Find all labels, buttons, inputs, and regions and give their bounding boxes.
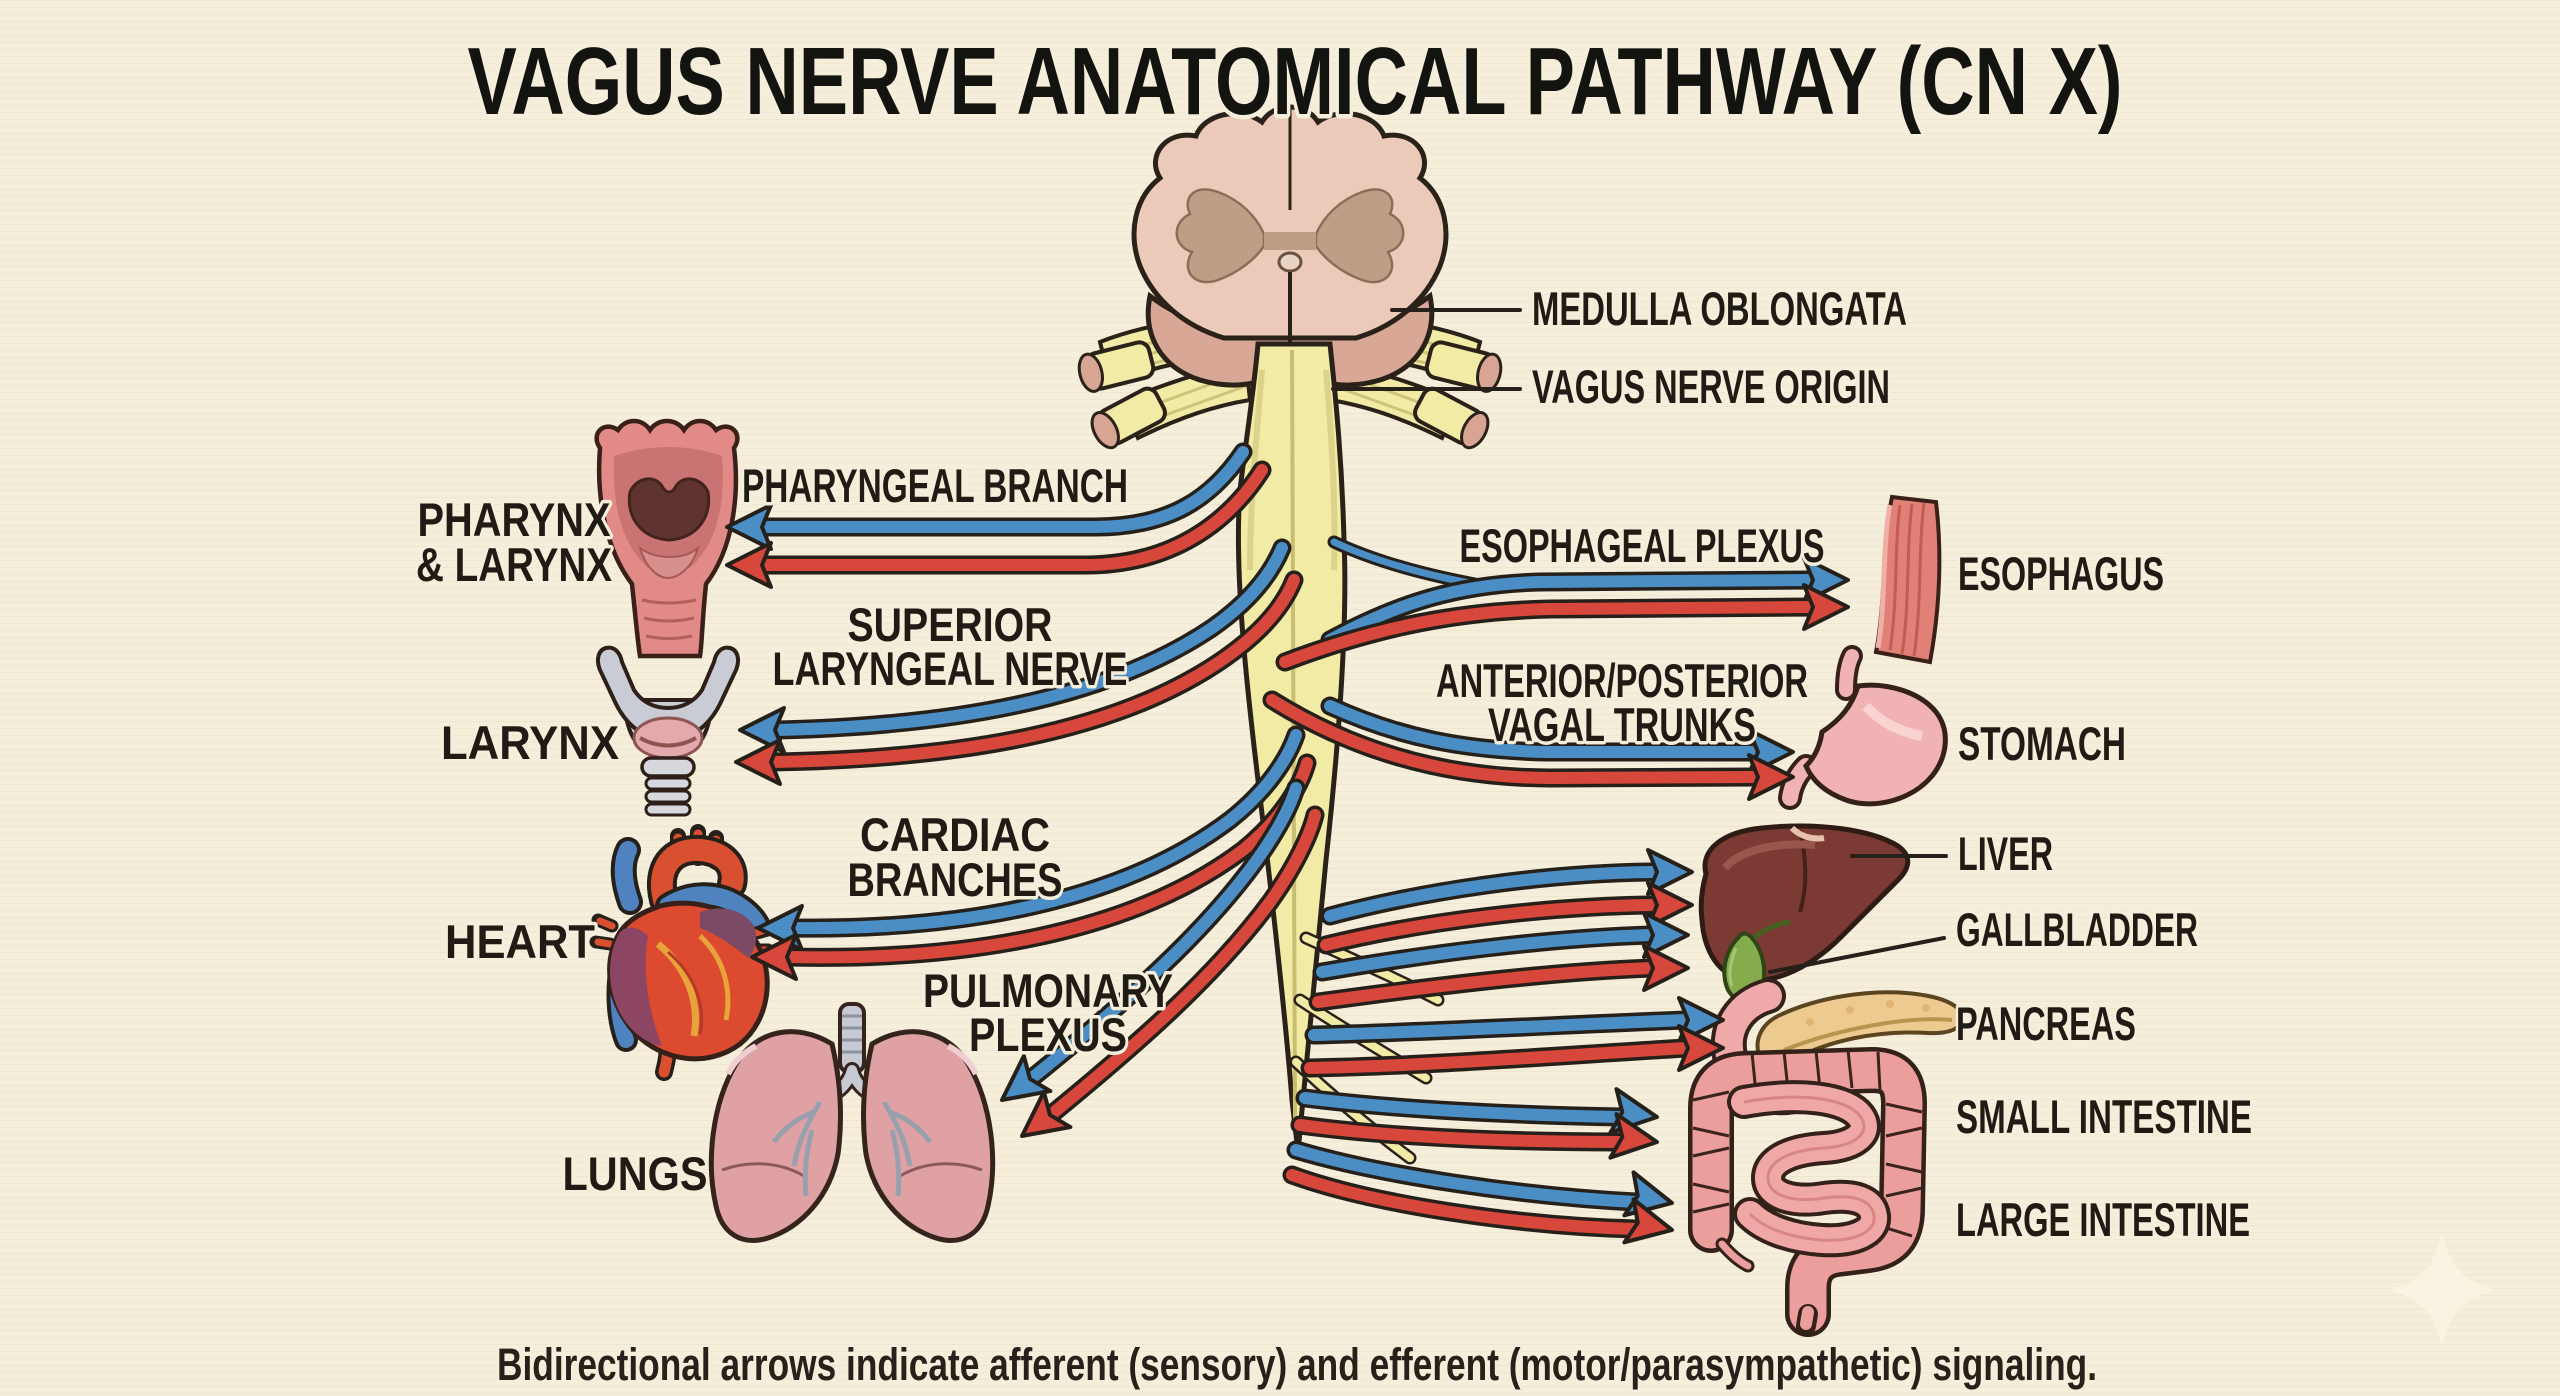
- medulla-label: MEDULLA OBLONGATA: [1532, 282, 1907, 335]
- pulmonary-plexus-arrows: [1000, 778, 1325, 1138]
- esophageal-plexus-arrows: [1275, 535, 1850, 672]
- superior-laryngeal-arrows: [734, 538, 1304, 786]
- superior-laryngeal-label-line1: SUPERIOR: [848, 598, 1053, 651]
- liver-label: LIVER: [1958, 827, 2053, 880]
- lungs-illustration: [708, 1002, 996, 1243]
- pancreas-label: PANCREAS: [1956, 997, 2136, 1050]
- efferent-arrowhead: [1802, 583, 1850, 631]
- cardiac-label-line1: CARDIAC: [860, 808, 1050, 861]
- afferent-arrowhead: [1642, 911, 1690, 959]
- gallbladder-leader-line: [1768, 936, 1946, 974]
- gray-matter-butterfly: [1175, 188, 1405, 284]
- large-intestine-label: LARGE INTESTINE: [1956, 1193, 2250, 1246]
- trachea-rings: [644, 776, 692, 817]
- vagal-trunk-arrows: [1262, 690, 1795, 801]
- sparkle-watermark-icon: [2388, 1232, 2496, 1348]
- vagal-trunks-label-line2: VAGAL TRUNKS: [1488, 698, 1756, 751]
- stomach-body: [1803, 682, 1948, 807]
- caption: Bidirectional arrows indicate afferent (…: [497, 1339, 2097, 1390]
- efferent-arrowhead: [1677, 1024, 1725, 1072]
- pharynx-opening: [627, 477, 711, 542]
- medulla-oblongata-illustration: [1077, 104, 1503, 450]
- pulmonary-label-line2: PLEXUS: [969, 1008, 1127, 1061]
- esophagus-label: ESOPHAGUS: [1958, 547, 2164, 600]
- pharynx-illustration: [594, 418, 740, 659]
- heart-label: HEART: [445, 915, 595, 968]
- vagus-origin-label: VAGUS NERVE ORIGIN: [1532, 360, 1890, 413]
- gallbladder-label: GALLBLADDER: [1956, 903, 2198, 956]
- abdominal-fan-arrows: [1282, 848, 1725, 1245]
- efferent-arrowhead: [1642, 944, 1690, 992]
- haustra-marks: [1692, 1049, 1923, 1238]
- central-canal: [1277, 251, 1303, 273]
- afferent-arrowhead: [1000, 1053, 1053, 1102]
- efferent-arrowhead: [1608, 1112, 1659, 1160]
- superior-laryngeal-label-line2: LARYNGEAL NERVE: [773, 642, 1128, 695]
- efferent-arrowhead: [734, 738, 782, 786]
- small-intestine-loops: [1727, 1080, 1891, 1258]
- esophageal-plexus-label: ESOPHAGEAL PLEXUS: [1460, 519, 1825, 572]
- efferent-arrowhead: [1646, 881, 1694, 929]
- afferent-arrowhead: [725, 503, 773, 551]
- small-intestine-label: SMALL INTESTINE: [1956, 1090, 2252, 1143]
- pulmonary-label-line1: PULMONARY: [923, 964, 1173, 1017]
- esophagus-illustration: [1873, 494, 1942, 665]
- stomach-label: STOMACH: [1958, 717, 2126, 770]
- larynx-label: LARYNX: [441, 716, 619, 769]
- efferent-arrowhead: [750, 933, 798, 981]
- efferent-arrowhead: [725, 541, 773, 589]
- vagal-trunks-label-line1: ANTERIOR/POSTERIOR: [1436, 654, 1808, 707]
- pharynx-label-line1: PHARYNX: [418, 493, 611, 546]
- larynx-illustration: [596, 645, 740, 817]
- stomach-illustration: [1778, 645, 1948, 810]
- afferent-arrowhead: [1646, 848, 1694, 896]
- pharynx-label-line2: & LARYNX: [416, 538, 612, 591]
- bronchial-tree: [771, 1100, 933, 1197]
- intestines-illustration: [1688, 1046, 1928, 1337]
- pharyngeal-branch-label: PHARYNGEAL BRANCH: [742, 459, 1128, 512]
- epiglottis: [638, 545, 700, 580]
- heart-illustration: [589, 824, 775, 1081]
- cardiac-label-line2: BRANCHES: [848, 853, 1063, 906]
- leader-lines: [1331, 308, 1948, 974]
- efferent-arrowhead: [1622, 1197, 1674, 1245]
- lungs-label: LUNGS: [563, 1147, 708, 1200]
- efferent-arrowhead: [1020, 1089, 1073, 1138]
- efferent-arrowhead: [1747, 753, 1795, 801]
- pharyngeal-branch-arrows: [725, 442, 1272, 589]
- page-title: VAGUS NERVE ANATOMICAL PATHWAY (CN X): [468, 28, 2123, 135]
